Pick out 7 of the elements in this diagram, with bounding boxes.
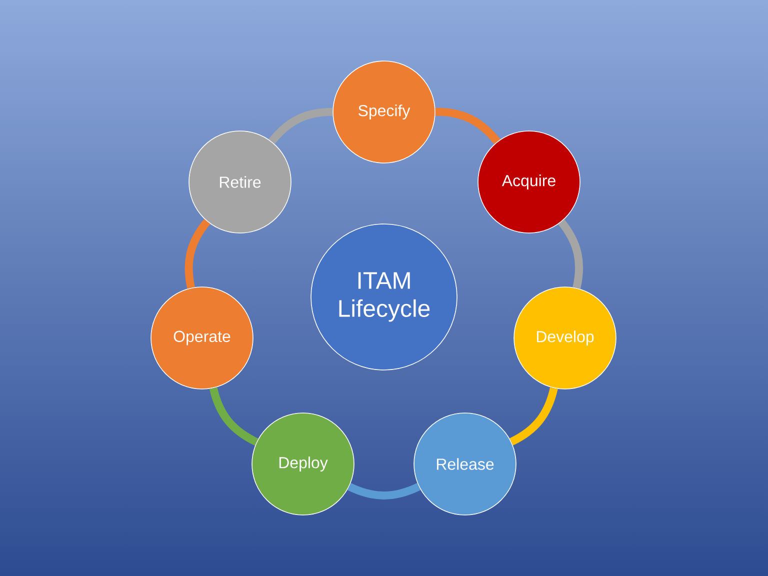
ring-segment — [209, 387, 258, 446]
ring-segment — [558, 220, 584, 289]
ring-segment — [348, 482, 420, 500]
ring-segment — [510, 387, 558, 446]
ring-segment — [268, 108, 333, 144]
ring-segment — [184, 219, 210, 289]
ring-segment — [435, 108, 500, 144]
